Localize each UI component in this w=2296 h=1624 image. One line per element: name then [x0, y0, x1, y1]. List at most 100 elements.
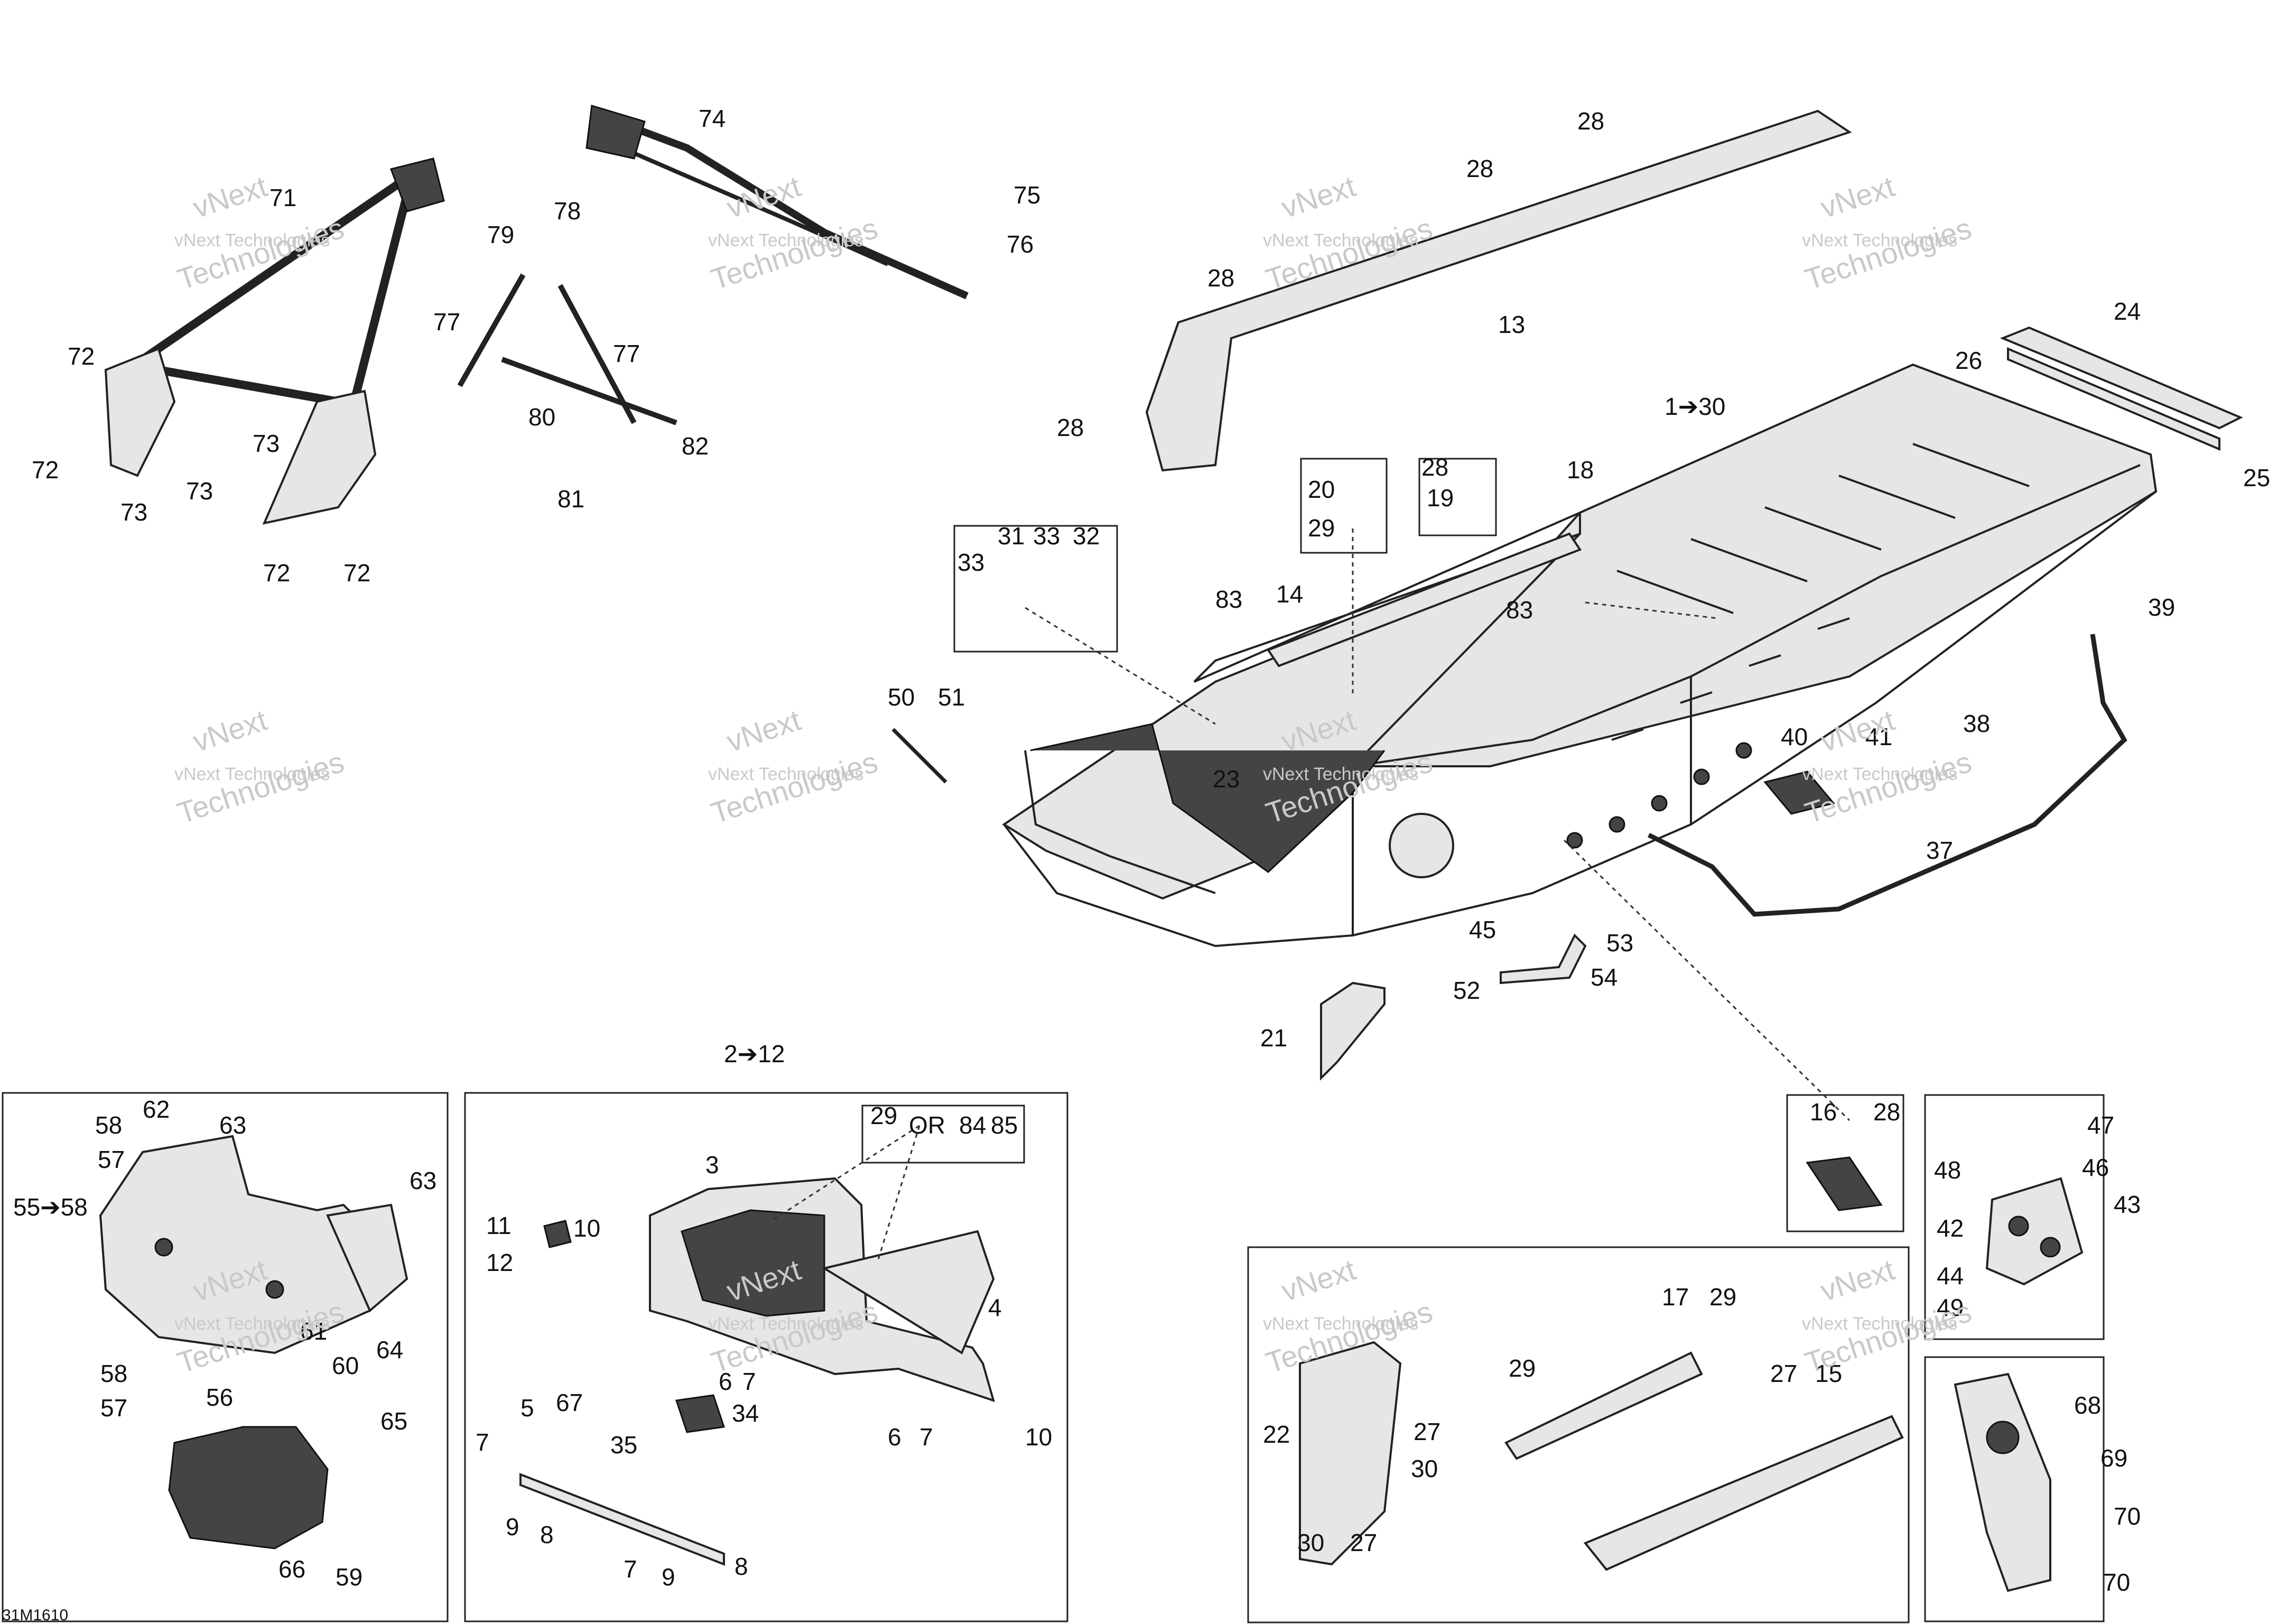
callout-23-0: 23	[1213, 765, 1240, 793]
callout-17-0: 17	[1662, 1283, 1689, 1311]
watermark-vnext-2: vNext	[1277, 169, 1360, 224]
inset-box-28-19	[1418, 458, 1497, 536]
callout-68-0: 68	[2074, 1391, 2101, 1419]
inset-box-20-29	[1300, 458, 1388, 554]
callout-29-0: 29	[1308, 514, 1335, 542]
inset-box-31-33	[953, 525, 1118, 653]
part-5-strip	[519, 1473, 725, 1566]
callout-73-1: 73	[120, 498, 147, 526]
callout-OR-0: OR	[909, 1111, 945, 1139]
callout-28-1: 28	[1466, 155, 1493, 182]
part-11-clip	[543, 1220, 572, 1248]
callout-82-0: 82	[682, 432, 709, 460]
part-15-plate	[1583, 1415, 1904, 1571]
callout-28-2: 28	[1207, 264, 1234, 292]
inset-box-55-58	[2, 1092, 449, 1622]
part-21-bracket	[1320, 981, 1386, 1081]
callout-7-3: 7	[624, 1555, 637, 1583]
inset-box-2-12	[464, 1092, 1068, 1622]
inset-box-15-30	[1247, 1246, 1910, 1623]
callout-29-3: 29	[1709, 1283, 1736, 1311]
callout-83-1: 83	[1506, 596, 1533, 624]
part-40-footrest	[1763, 771, 1835, 815]
callout-84-0: 84	[959, 1111, 986, 1139]
watermark-text-2: vNext Technologies	[1263, 230, 1418, 250]
callout-5-0: 5	[520, 1394, 534, 1422]
diagram-code: 31M1610	[2, 1607, 68, 1624]
watermark-vnext-5: vNext	[722, 703, 805, 758]
callout-70-0: 70	[2114, 1502, 2141, 1530]
part-77-rods	[457, 273, 677, 425]
watermark-vnext-3: vNext	[1816, 169, 1899, 224]
part-42-bracket	[1985, 1177, 2084, 1286]
callout-60-0: 60	[332, 1352, 359, 1379]
watermark-vnext-0: vNext	[189, 169, 271, 224]
callout-3-0: 3	[705, 1151, 719, 1178]
callout-21-0: 21	[1260, 1024, 1287, 1052]
callout-58-0: 58	[95, 1111, 122, 1139]
callout-79-0: 79	[487, 221, 514, 248]
callout-28-0: 28	[1577, 107, 1604, 135]
callout-29-2: 29	[1509, 1354, 1536, 1382]
callout-8-1: 8	[735, 1553, 748, 1580]
callout-62-0: 62	[143, 1096, 170, 1123]
inset-box-29-or-84-85	[861, 1105, 1025, 1164]
part-55-58-frame	[99, 1135, 408, 1354]
callout-64-0: 64	[376, 1336, 403, 1363]
callout-9-1: 9	[662, 1563, 675, 1591]
part-34-damper	[675, 1394, 725, 1433]
callout-51-0: 51	[938, 683, 965, 711]
callout-13-0: 13	[1498, 311, 1525, 338]
callout-6-0: 6	[719, 1368, 732, 1395]
callout-72-1: 72	[32, 456, 59, 484]
callout-28-5: 28	[1873, 1098, 1900, 1126]
callout-12-0: 12	[486, 1249, 513, 1276]
callout-63-1: 63	[410, 1167, 436, 1194]
callout-73-0: 73	[253, 430, 280, 457]
callout-59-0: 59	[336, 1563, 362, 1591]
callout-39-0: 39	[2148, 593, 2175, 621]
callout-2-12-0: 2➔12	[724, 1040, 785, 1068]
callout-43-0: 43	[2114, 1191, 2141, 1218]
callout-48-0: 48	[1934, 1156, 1961, 1184]
callout-52-0: 52	[1453, 977, 1480, 1004]
callout-56-0: 56	[206, 1384, 233, 1411]
watermark-vnext-10: vNext	[1277, 1252, 1360, 1307]
part-53-bracket	[1500, 933, 1587, 985]
guide-line-a	[1025, 607, 1216, 725]
watermark-vnext-11: vNext	[1816, 1252, 1899, 1307]
callout-54-0: 54	[1591, 963, 1618, 991]
callout-50-0: 50	[888, 683, 915, 711]
callout-77-1: 77	[613, 340, 640, 367]
callout-7-2: 7	[476, 1428, 489, 1456]
callout-46-0: 46	[2082, 1154, 2109, 1181]
callout-28-3: 28	[1057, 414, 1084, 441]
guide-line-f	[876, 1125, 921, 1264]
callout-63-0: 63	[219, 1111, 246, 1139]
callout-35-0: 35	[610, 1431, 637, 1459]
callout-72-0: 72	[68, 342, 95, 370]
callout-18-0: 18	[1567, 456, 1594, 484]
part-56-bracket	[168, 1426, 329, 1549]
tunnel-assembly	[1002, 363, 2158, 948]
callout-10-0: 10	[573, 1214, 600, 1242]
callout-70-1: 70	[2103, 1569, 2130, 1596]
part-50-rod	[891, 728, 947, 784]
watermark-text-1: vNext Technologies	[708, 230, 863, 250]
callout-27-1: 27	[1350, 1529, 1377, 1556]
callout-72-2: 72	[263, 559, 290, 587]
watermark-text-10: vNext Technologies	[1263, 1314, 1418, 1334]
callout-26-0: 26	[1955, 347, 1982, 374]
callout-16-0: 16	[1810, 1098, 1837, 1126]
callout-9-0: 9	[506, 1513, 519, 1541]
callout-85-0: 85	[991, 1111, 1018, 1139]
callout-69-0: 69	[2100, 1444, 2127, 1472]
callout-44-0: 44	[1937, 1262, 1964, 1289]
callout-76-0: 76	[1007, 230, 1034, 258]
part-71-a-frame	[104, 157, 445, 525]
callout-28-4: 28	[1421, 453, 1448, 481]
callout-10-1: 10	[1025, 1423, 1052, 1451]
part-38-grab-bar	[1647, 634, 2127, 917]
inset-box-68-70	[1924, 1356, 2105, 1622]
callout-33-1: 33	[1033, 522, 1060, 550]
